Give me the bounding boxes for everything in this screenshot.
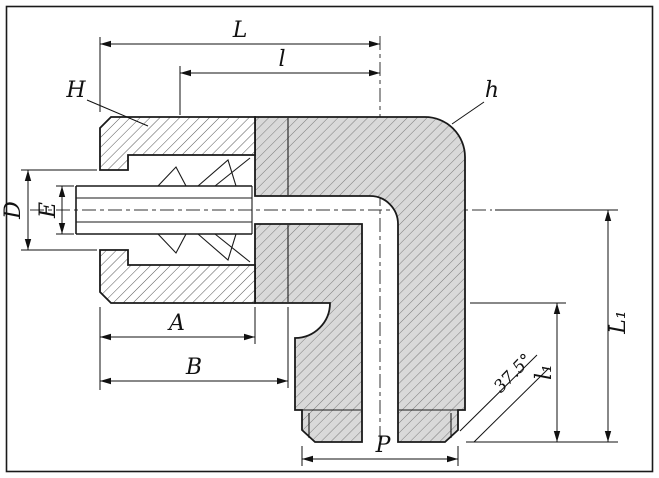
dim-label-P: P (375, 433, 392, 458)
dim-label-L1: L₁ (606, 310, 631, 334)
nut-lower-section (99, 249, 256, 304)
dim-label-l1: l₁ (532, 364, 557, 380)
leader-chamfer-angle-1 (459, 354, 538, 432)
body-detail-lines (287, 118, 464, 438)
dimension-lines (21, 37, 618, 466)
dim-label-L: L (232, 18, 248, 43)
dim-label-h: h (485, 78, 499, 103)
elbow-body (254, 116, 466, 443)
dim-label-E: E (36, 202, 61, 219)
leader-chamfer-angle-2 (473, 367, 550, 443)
dim-label-l: l (278, 47, 285, 72)
seat-taper-top (214, 157, 251, 187)
nut-upper-section (99, 116, 256, 171)
dim-label-B: B (185, 355, 202, 380)
dim-label-H: H (65, 78, 86, 103)
dim-label-A: A (167, 311, 185, 336)
tube (75, 185, 253, 235)
body-upper-section (254, 116, 466, 443)
seat-taper-bottom (214, 233, 251, 263)
leader-h (451, 101, 485, 125)
dim-label-D: D (1, 201, 26, 220)
leader-H (86, 99, 149, 127)
body-lower-section (254, 223, 363, 443)
compression-nut (99, 116, 256, 304)
